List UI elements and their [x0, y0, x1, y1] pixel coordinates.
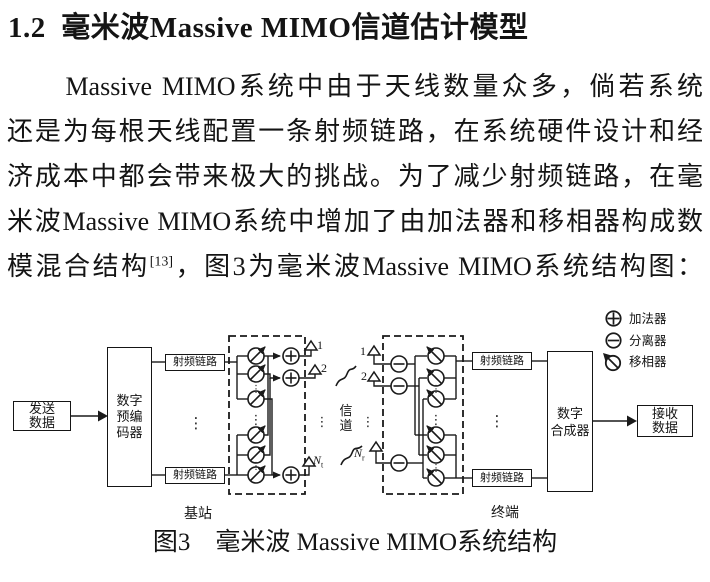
tx-data-block: 发送 数据 [13, 401, 71, 431]
legend-splitter-label: 分离器 [629, 333, 667, 348]
rx-antenna-2-label: 2 [361, 369, 367, 383]
tx-antenna-2-label: 2 [321, 361, 327, 375]
rx-antenna-count-label: Nr [354, 447, 365, 464]
last-line-text: ，图3为毫米波Massive MIMO系统结构图： [173, 252, 703, 281]
paragraph-line: 米波Massive MIMO系统中增加了由加法器和移相器构成数 [7, 207, 703, 236]
diagram-wiring: ⋮ ⋮ ⋮ ⋮ ⋮ ⋮ ⋮ ⋮ ⋮ ⋮ [71, 335, 637, 495]
rf-chain-block: 射频链路 [165, 467, 225, 484]
rf-chain-block: 射频链路 [165, 354, 225, 371]
rf-chain-block: 射频链路 [472, 352, 532, 370]
svg-text:⋮: ⋮ [362, 415, 375, 430]
legend-item-phase-shifter: 移相器 [601, 351, 667, 372]
analog-network-outline [228, 335, 464, 495]
svg-text:⋮: ⋮ [316, 415, 329, 430]
flow-arrowhead [98, 410, 637, 427]
terminal-label: 终端 [491, 506, 519, 521]
legend-phase-shifter-label: 移相器 [629, 354, 667, 369]
body-paragraph: Massive MIMO系统中由于天线数量众多，倘若系统 还是为每根天线配置一条… [7, 64, 703, 289]
paragraph-line: 济成本中都会带来极大的挑战。为了减少射频链路，在毫 [7, 162, 703, 191]
nr-subscript: r [362, 453, 365, 463]
adder-icon [282, 347, 300, 484]
rx-data-block: 接收 数据 [637, 405, 693, 437]
wires [71, 350, 627, 479]
last-line-text: 模混合结构 [7, 252, 150, 281]
channel-label: 信 道 [339, 403, 353, 433]
paragraph-line-last: 模混合结构[13]，图3为毫米波Massive MIMO系统结构图： [7, 244, 703, 289]
nr-symbol: N [354, 446, 363, 460]
nt-symbol: N [313, 453, 322, 467]
base-station-label: 基站 [184, 507, 212, 522]
digital-precoder-block: 数字 预编 码器 [107, 347, 152, 487]
antenna-icon [301, 339, 384, 467]
tx-antenna-count-label: Nt [313, 454, 323, 471]
rx-antenna-1-label: 1 [360, 344, 366, 358]
channel-path-squiggle [335, 365, 363, 466]
svg-text:⋮: ⋮ [251, 384, 261, 395]
svg-text:⋮: ⋮ [250, 413, 263, 428]
svg-text:⋮: ⋮ [490, 412, 505, 430]
svg-text:⋮: ⋮ [251, 461, 261, 472]
legend-item-splitter: 分离器 [604, 331, 667, 350]
splitter-icon [390, 355, 408, 472]
paragraph-line: Massive MIMO系统中由于天线数量众多，倘若系统 [7, 72, 703, 101]
figure3-system-diagram: ⋮ ⋮ ⋮ ⋮ ⋮ ⋮ ⋮ ⋮ ⋮ ⋮ 发送 数据 数字 预编 码器 射频链路 … [0, 304, 710, 526]
legend-item-adder: 加法器 [604, 309, 667, 328]
phase-shifter-icon [603, 353, 622, 372]
legend-adder-label: 加法器 [629, 311, 667, 326]
splitter-icon [605, 332, 622, 349]
svg-text:⋮: ⋮ [189, 414, 204, 432]
rf-chain-block: 射频链路 [472, 469, 532, 487]
tx-antenna-1-label: 1 [317, 338, 323, 352]
phase-shifter-icon [426, 346, 445, 487]
svg-text:⋮: ⋮ [431, 384, 441, 395]
phase-shifter-icon [247, 346, 266, 484]
citation-superscript: [13] [149, 254, 174, 270]
figure-caption: 图3 毫米波 Massive MIMO系统结构 [152, 529, 558, 556]
vertical-ellipsis: ⋮ ⋮ ⋮ ⋮ ⋮ ⋮ ⋮ ⋮ ⋮ ⋮ [189, 384, 505, 474]
section-heading: 1.2 毫米波Massive MIMO信道估计模型 [8, 12, 529, 44]
digital-combiner-block: 数字 合成器 [547, 351, 593, 492]
paragraph-line: 还是为每根天线配置一条射频链路，在系统硬件设计和经 [7, 117, 703, 146]
adder-icon [605, 310, 622, 327]
nt-subscript: t [321, 460, 324, 470]
svg-text:⋮: ⋮ [430, 413, 443, 428]
svg-text:⋮: ⋮ [431, 463, 441, 474]
